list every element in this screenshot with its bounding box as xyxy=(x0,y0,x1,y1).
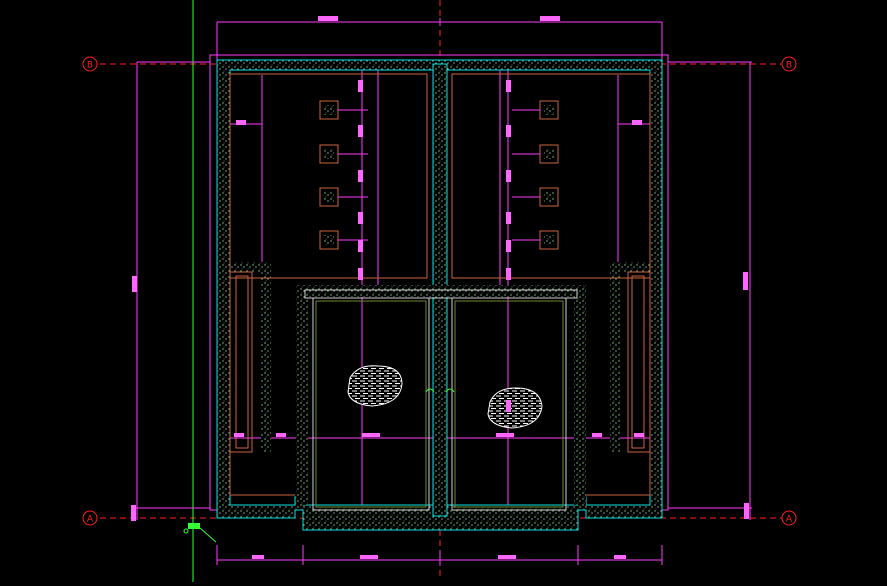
dim-tag xyxy=(358,125,363,137)
dim-tag xyxy=(614,555,626,559)
grid-label-b-right: B xyxy=(786,61,792,71)
dim-tag xyxy=(360,555,378,559)
dim-tag xyxy=(506,268,511,280)
pier-leaders xyxy=(338,109,540,241)
pier-right-4 xyxy=(539,230,559,250)
dim-tag xyxy=(540,16,560,21)
pier-left-1 xyxy=(319,100,339,120)
pier-left-2 xyxy=(319,144,339,164)
pier-left-3 xyxy=(319,187,339,207)
dim-tag xyxy=(318,16,338,21)
hatch-left xyxy=(347,365,403,407)
dim-tag xyxy=(506,212,511,224)
dim-tag xyxy=(632,120,642,125)
pier-right-3 xyxy=(539,187,559,207)
grid-bubble-a-left: A xyxy=(82,510,98,526)
dim-tag xyxy=(506,240,511,252)
dim-tag xyxy=(252,555,264,559)
column-piers xyxy=(319,100,559,250)
pier-right-2 xyxy=(539,144,559,164)
room-outlines xyxy=(229,73,651,511)
grid-label-a-left: A xyxy=(87,515,94,525)
concrete-walls xyxy=(216,59,663,531)
grid-label-b-left: B xyxy=(87,61,93,71)
dim-tag xyxy=(236,120,246,125)
pier-left-4 xyxy=(319,230,339,250)
dim-tag xyxy=(496,433,514,437)
dim-tag xyxy=(358,240,363,252)
dim-tag xyxy=(362,433,380,437)
center-symbols xyxy=(425,388,455,393)
dim-tag xyxy=(506,125,511,137)
dim-tag xyxy=(358,170,363,182)
dim-tag xyxy=(506,170,511,182)
dim-tag xyxy=(634,433,644,437)
dim-tag xyxy=(743,272,748,290)
grid-bubble-b-left: B xyxy=(82,56,98,72)
dim-tag xyxy=(592,433,602,437)
grid-bubble-b-right: B xyxy=(781,56,797,72)
hatched-openings xyxy=(347,365,543,429)
pier-right-1 xyxy=(539,100,559,120)
dimension-tags xyxy=(131,16,749,559)
dim-tag xyxy=(506,400,511,412)
dim-tag xyxy=(358,212,363,224)
dim-tag xyxy=(506,80,511,92)
dim-tag xyxy=(132,276,137,292)
grid-bubble-a-right: A xyxy=(781,510,797,526)
hatch-right xyxy=(487,387,543,429)
dim-tag xyxy=(276,433,286,437)
dim-tag xyxy=(498,555,516,559)
dim-tag xyxy=(131,505,136,521)
bottom-left-leader xyxy=(183,523,217,543)
grid-label-a-right: A xyxy=(786,515,793,525)
dim-tag xyxy=(358,80,363,92)
dim-tag xyxy=(358,268,363,280)
dim-tag xyxy=(744,503,749,519)
dim-tag xyxy=(234,433,244,437)
